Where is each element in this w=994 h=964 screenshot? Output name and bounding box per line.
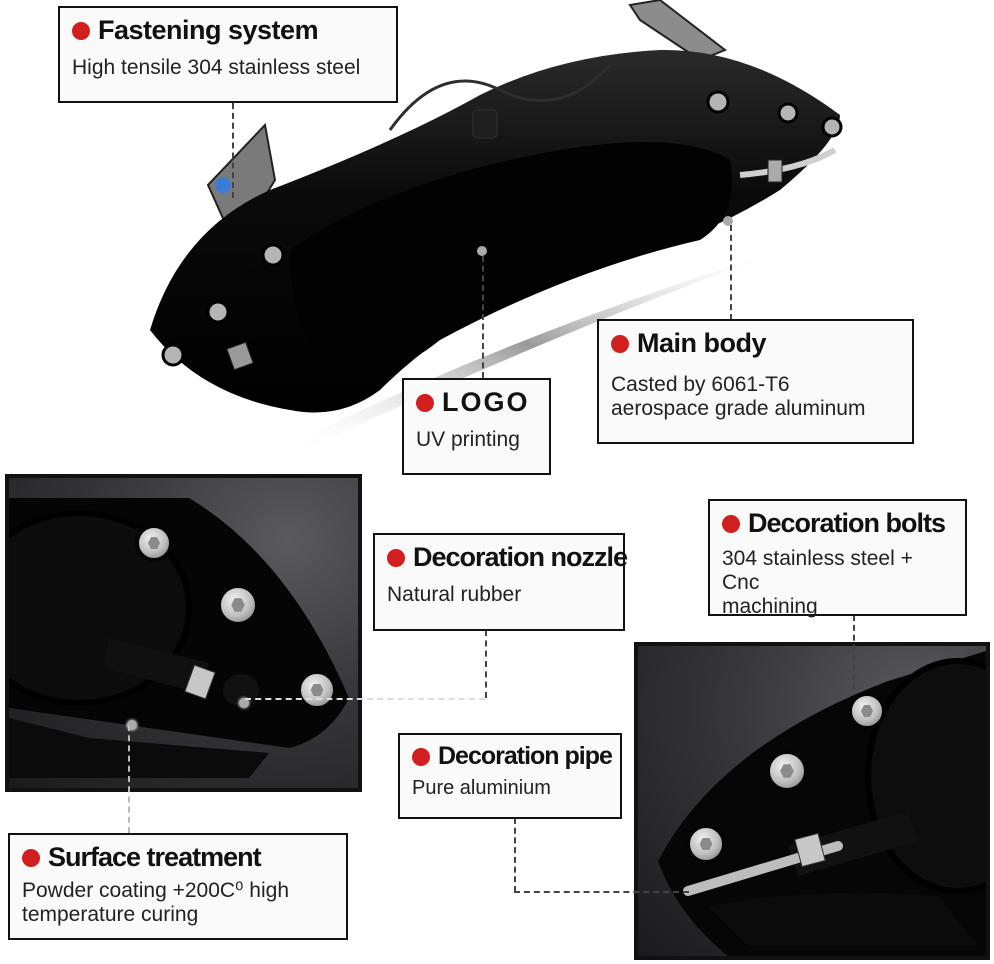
- callout-surface-treatment: Surface treatment Powder coating +200C⁰ …: [8, 833, 348, 940]
- red-bullet-icon: [387, 548, 405, 567]
- callout-title: Surface treatment: [22, 842, 334, 873]
- callout-title: LOGO: [416, 387, 537, 418]
- surface-pin: [127, 720, 137, 730]
- callout-title: Decoration pipe: [412, 742, 613, 771]
- surface-leader-line: [128, 725, 130, 833]
- nozzle-pin: [239, 698, 249, 708]
- logo-leader-line: [482, 256, 484, 378]
- pipe-leader-line-h: [514, 891, 689, 893]
- callout-description: Casted by 6061-T6 aerospace grade alumin…: [611, 372, 866, 420]
- callout-description: High tensile 304 stainless steel: [72, 55, 361, 79]
- red-bullet-icon: [22, 848, 40, 867]
- bolt-icon: [766, 750, 808, 792]
- nozzle-leader-line-v: [485, 630, 487, 698]
- callout-title: Main body: [611, 328, 900, 359]
- callout-decoration-bolts: Decoration bolts 304 stainless steel + C…: [708, 499, 967, 618]
- callout-fastening-system: Fastening system High tensile 304 stainl…: [58, 6, 398, 103]
- main-product-image: [140, 0, 860, 460]
- callout-main-body: Main body Casted by 6061-T6 aerospace gr…: [597, 319, 914, 444]
- fastening-leader-line: [232, 103, 234, 198]
- caliper-detail-nozzle-illustration: [9, 498, 349, 778]
- callout-description: Powder coating +200C⁰ high temperature c…: [22, 878, 290, 926]
- callout-description: Pure aluminium: [412, 776, 551, 799]
- callout-decoration-pipe: Decoration pipe Pure aluminium: [398, 733, 622, 819]
- callout-decoration-nozzle: Decoration nozzle Natural rubber: [373, 533, 628, 631]
- pipe-leader-line-v: [514, 818, 516, 892]
- callout-title: Fastening system: [72, 15, 384, 46]
- caliper-cover-illustration: [150, 0, 843, 452]
- nozzle-leader-line-h: [245, 698, 485, 700]
- red-bullet-icon: [611, 334, 629, 353]
- detail-photo-left: [5, 474, 362, 792]
- bolt-icon: [848, 692, 886, 730]
- red-bullet-icon: [722, 514, 740, 533]
- callout-title: Decoration nozzle: [387, 542, 628, 573]
- bolt-icon: [297, 670, 337, 710]
- red-bullet-icon: [416, 393, 434, 412]
- caliper-detail-pipe-illustration: [658, 651, 986, 956]
- bolt-icon: [135, 524, 173, 562]
- callout-description: 304 stainless steel + Cnc machining: [722, 546, 913, 618]
- red-bullet-icon: [412, 747, 430, 766]
- red-bullet-icon: [72, 21, 90, 40]
- bolts-leader-line: [853, 615, 855, 690]
- callout-logo: LOGO UV printing: [402, 378, 551, 475]
- main-body-leader-line: [730, 225, 732, 320]
- callout-description: UV printing: [416, 427, 520, 451]
- bolt-icon: [217, 584, 259, 626]
- callout-description: Natural rubber: [387, 582, 522, 606]
- bolt-icon: [686, 824, 726, 864]
- detail-photo-right: [634, 642, 990, 960]
- callout-title: Decoration bolts: [722, 508, 953, 539]
